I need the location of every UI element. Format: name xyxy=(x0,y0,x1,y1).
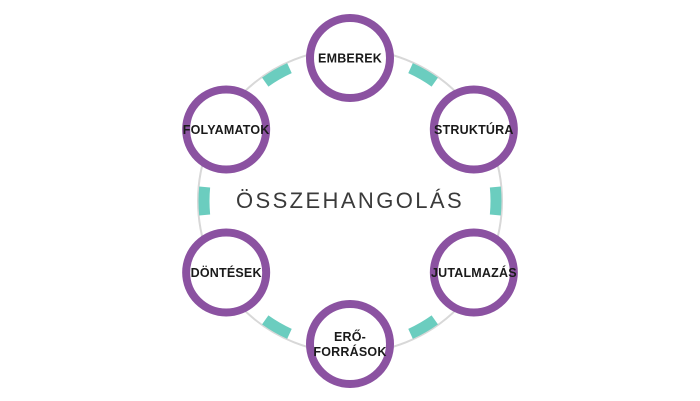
node-label: FOLYAMATOK xyxy=(183,123,270,137)
node-circles: EMBEREK STRUKTÚRA JUTALMAZÁS ERŐ-FORRÁSOK DÖ… xyxy=(182,14,518,388)
connector-segments xyxy=(198,63,502,339)
connector-segment xyxy=(262,315,292,339)
node-folyamatok: FOLYAMATOK xyxy=(182,85,271,174)
node-ring xyxy=(182,85,271,174)
node-struktura: STRUKTÚRA xyxy=(429,85,518,174)
center-title: ÖSSZEHANGOLÁS xyxy=(236,188,464,213)
node-label: DÖNTÉSEK xyxy=(191,265,262,280)
node-label: ERŐ- xyxy=(334,329,366,344)
node-label: JUTALMAZÁS xyxy=(431,265,517,280)
node-ring xyxy=(182,228,271,317)
node-eroforrasok: ERŐ-FORRÁSOK xyxy=(306,300,394,388)
connector-segment xyxy=(489,186,502,216)
node-emberek: EMBEREK xyxy=(306,14,394,102)
node-ring xyxy=(429,85,518,174)
node-jutalmazas: JUTALMAZÁS xyxy=(429,228,518,317)
connector-segment xyxy=(262,63,292,87)
node-label: STRUKTÚRA xyxy=(434,122,514,137)
node-dontesek: DÖNTÉSEK xyxy=(182,228,271,317)
connector-segment xyxy=(408,315,438,339)
connector-segment xyxy=(198,186,211,216)
node-ring xyxy=(429,228,518,317)
node-label: EMBEREK xyxy=(318,52,382,66)
node-ring xyxy=(306,14,394,102)
node-label: FORRÁSOK xyxy=(313,344,386,359)
connector-segment xyxy=(408,63,438,87)
node-ring xyxy=(306,300,394,388)
